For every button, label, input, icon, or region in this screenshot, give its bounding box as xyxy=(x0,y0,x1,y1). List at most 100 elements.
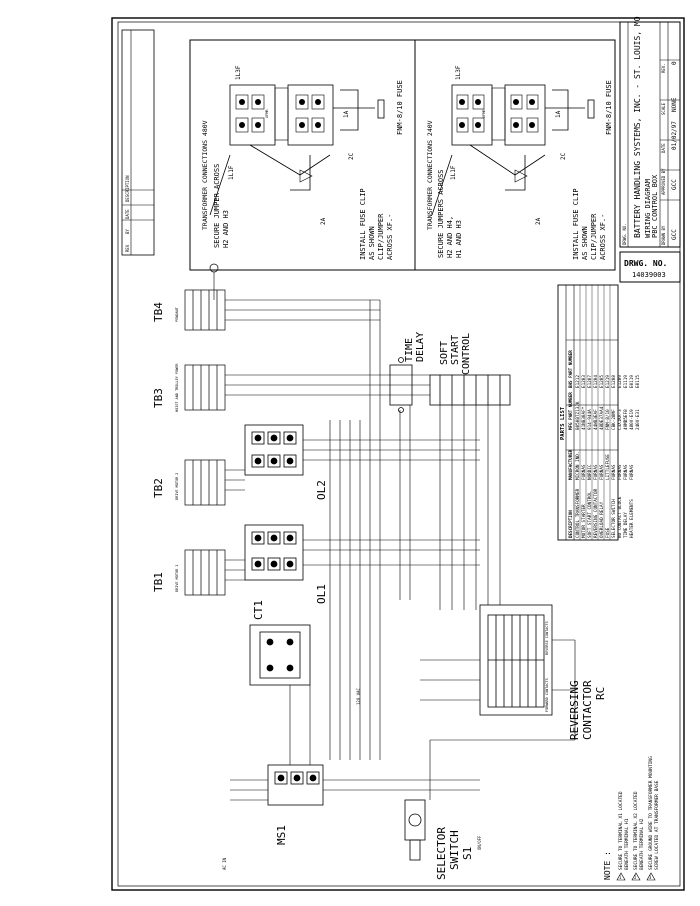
selector-sub: ON/OFF xyxy=(477,835,482,850)
transformer-240-l1: 1L1F xyxy=(450,165,457,180)
svg-text:BY: BY xyxy=(125,229,130,234)
transformer-240-w1: 1A xyxy=(555,110,562,118)
svg-text:1: 1 xyxy=(619,875,622,880)
transformer-240-fuse-note-3: CLIP/JUMPER xyxy=(590,213,598,260)
tb3-sub: HOIST AND TROLLEY POWER xyxy=(175,363,179,412)
transformer-240-l3: 1L3F xyxy=(455,65,462,80)
svg-text:2A: 2A xyxy=(320,217,327,225)
parts-cell: SOFT START CONTROL xyxy=(587,491,593,538)
scale-label: SCALE xyxy=(661,102,666,115)
svg-text:DESCRIPTION: DESCRIPTION xyxy=(125,175,130,202)
svg-text:PARTS LIST: PARTS LIST xyxy=(560,406,566,440)
soft-start-label-2: START xyxy=(450,335,461,365)
parts-cell: LITTLEFUSE xyxy=(605,454,611,480)
parts-row: 240V-E31 E0115 xyxy=(635,375,641,430)
svg-text:1A: 1A xyxy=(343,110,350,118)
parts-cell: REVERSING CONTACTOR xyxy=(593,488,599,538)
soft-start-control xyxy=(429,374,511,406)
svg-text:FNM-8/10 FUSE: FNM-8/10 FUSE xyxy=(396,80,404,135)
svg-text:FNM-8/10 FUSE: FNM-8/10 FUSE xyxy=(605,80,613,135)
drawn-by: GCC xyxy=(671,229,678,240)
note-2a: SECURE TO TERMINAL X2 LOCATED xyxy=(633,791,639,870)
company-name: BATTERY HANDLING SYSTEMS, INC. - ST. LOU… xyxy=(633,16,642,238)
transformer-480-heading: TRANSFORMER CONNECTIONS 480V xyxy=(201,120,209,230)
vac-label: 120 VAC xyxy=(356,688,361,705)
parts-cell: FURNAS xyxy=(593,464,599,480)
transformer-480-note-2: H2 AND H3 xyxy=(222,210,230,248)
parts-cell: FURNAS xyxy=(581,464,587,480)
parts-cell: 44WB3EAF xyxy=(593,409,599,430)
selector-switch-s1 xyxy=(404,799,426,861)
parts-cell: FUSE xyxy=(605,527,611,538)
transformer-480-note-1: SECURE JUMPER ACROSS xyxy=(213,164,221,248)
svg-text:INSTALL FUSE CLIP: INSTALL FUSE CLIP xyxy=(359,188,367,260)
date-value: 01/02/97 xyxy=(671,121,678,150)
scale-value: NONE xyxy=(671,97,678,112)
parts-cell: B050BTZ13JK xyxy=(575,401,581,430)
svg-text:REV: REV xyxy=(125,244,130,252)
note-3a: SECURE GROUND WIRE TO TRANSFORMER MOUNTI… xyxy=(648,756,654,870)
note-2b: BENEATH TERMINAL H2 xyxy=(639,818,645,870)
parts-cell: E0115 xyxy=(635,375,641,388)
svg-text:SCALE: SCALE xyxy=(661,102,666,115)
parts-cell: FURNAS xyxy=(599,464,605,480)
note-1b: BENEATH TERMINAL H1 xyxy=(624,818,630,870)
soft-start-label-3: CONTROL xyxy=(461,333,472,375)
transformer-480-fuse-note-4: ACROSS XF.- xyxy=(386,214,394,260)
tb2-label: TB2 xyxy=(152,478,165,498)
parts-header-0: DESCRIPTION xyxy=(568,510,573,538)
overload-relay-ol2 xyxy=(244,424,304,476)
svg-text:DRWG. NO.: DRWG. NO. xyxy=(624,259,667,268)
svg-text:14039003: 14039003 xyxy=(632,271,666,279)
transformer-240-fuse-note-2: AS SHOWN xyxy=(581,226,589,260)
svg-text:2C: 2C xyxy=(560,152,567,160)
terminal-strips xyxy=(184,263,226,596)
transformer-240-note-1: SECURE JUMPERS ACROSS xyxy=(437,169,445,258)
notes-block: NOTE : SECURE TO TERMINAL X1 LOCATED BEN… xyxy=(603,756,660,881)
outer-border xyxy=(111,17,685,891)
parts-cell: E1205 xyxy=(599,375,605,388)
transformer-240-xf-label: XFMR xyxy=(482,109,486,118)
parts-cell: 49MD5EF8 xyxy=(623,409,629,430)
svg-text:BENEATH TERMINAL H2: BENEATH TERMINAL H2 xyxy=(639,818,645,870)
parts-cell: E1209 xyxy=(617,375,623,388)
tb1-label: TB1 xyxy=(152,572,165,592)
title-block: DRWG. NO. BATTERY HANDLING SYSTEMS, INC.… xyxy=(619,16,681,283)
approved-label: APPROVED BY xyxy=(661,168,666,195)
transformer-240v-panel: TRANSFORMER CONNECTIONS 240V SECURE JUMP… xyxy=(414,39,616,271)
svg-text:GCC: GCC xyxy=(671,229,678,240)
parts-cell: MICRON IND. xyxy=(575,452,581,480)
svg-text:1L3F: 1L3F xyxy=(455,65,462,80)
parts-cell: FURNAS xyxy=(617,464,623,480)
tb4-sub: PENDANT xyxy=(175,306,179,322)
parts-cell: TIME DELAY xyxy=(623,512,629,538)
svg-text:01/02/97: 01/02/97 xyxy=(671,121,678,150)
parts-cell: E1203 xyxy=(581,375,587,388)
parts-cell: FNM-8/10 xyxy=(605,409,611,430)
parts-cell: NORDIC xyxy=(587,464,593,480)
transformer-240-fuse: FNM-8/10 FUSE xyxy=(605,80,613,135)
notes-heading: NOTE : xyxy=(603,851,612,880)
parts-header-1: MANUFACTURER xyxy=(568,449,573,480)
parts-cell: E0119 xyxy=(629,375,635,388)
parts-cell: OVERLOAD RELAY xyxy=(599,501,605,538)
transformer-240-note-3: H1 AND H3 xyxy=(455,220,463,258)
selector-label-3: S1 xyxy=(461,847,474,860)
rev-desc-header: DESCRIPTION xyxy=(125,175,130,202)
svg-text:APPROVED BY: APPROVED BY xyxy=(661,168,666,195)
parts-cell: E1208 xyxy=(611,375,617,388)
parts-cell: 480V-E19 xyxy=(629,409,635,430)
time-delay-label-1: TIME xyxy=(404,338,415,362)
svg-text:XFMR: XFMR xyxy=(482,109,486,118)
parts-cell: NO CONTACT BLOCK xyxy=(617,496,623,538)
overload-relay-ol1 xyxy=(244,524,304,581)
svg-text:1L1F: 1L1F xyxy=(228,165,235,180)
parts-cell: 240V-E31 xyxy=(635,409,641,430)
